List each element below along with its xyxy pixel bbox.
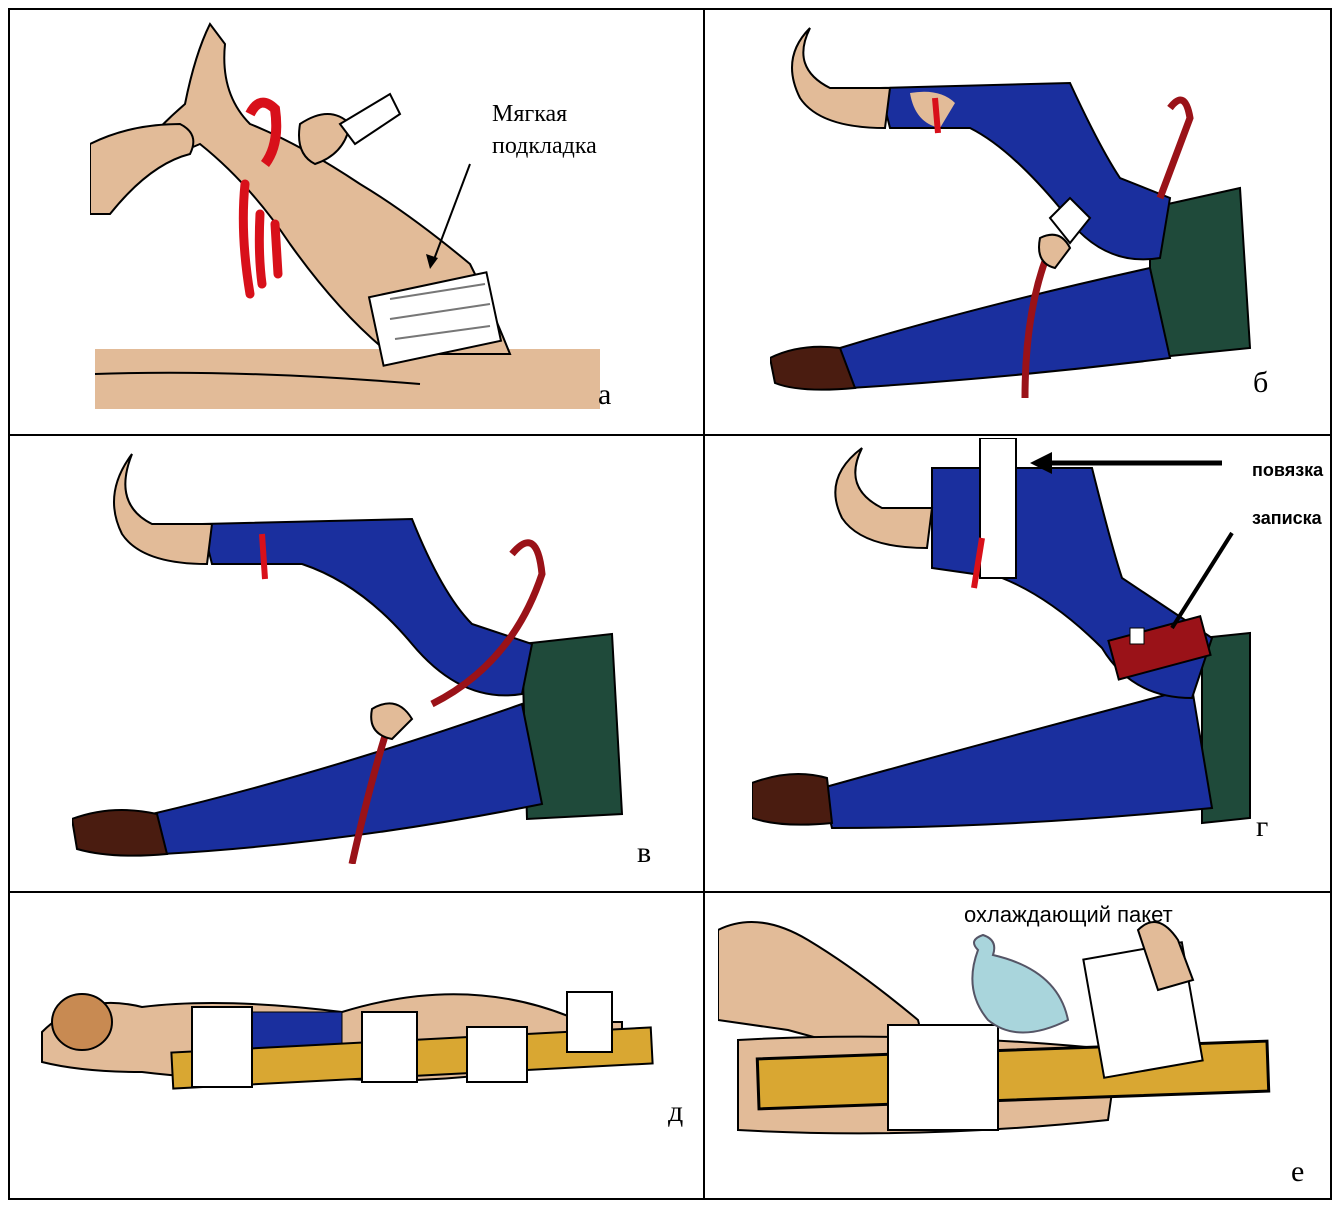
panel-g-letter: г <box>1256 810 1268 844</box>
grid-divider-row2 <box>8 891 1332 893</box>
panel-g-label-note: записка <box>1252 508 1322 529</box>
panel-g-illustration <box>752 438 1252 838</box>
panel-e-label-cooling: охлаждающий пакет <box>964 902 1173 928</box>
padding-pointer-arrow <box>433 164 470 262</box>
panel-v-illustration <box>72 444 632 864</box>
panel-a-letter: а <box>598 378 611 412</box>
panel-b-letter: б <box>1253 366 1268 400</box>
grid-divider-vertical <box>703 8 705 1200</box>
panel-g-label-bandage: повязка <box>1252 460 1323 481</box>
grid-divider-row1 <box>8 434 1332 436</box>
panel-a-note-line2: подкладка <box>492 130 597 162</box>
panel-b-illustration <box>770 18 1260 398</box>
panel-a-illustration <box>90 14 610 414</box>
panel-v-letter: в <box>637 836 651 870</box>
splint-bandage <box>980 438 1016 578</box>
panel-e-illustration <box>718 910 1288 1180</box>
cooling-pack-icon <box>972 935 1068 1033</box>
note-tag <box>1130 628 1144 644</box>
panel-e-letter: е <box>1291 1155 1304 1189</box>
panel-d-letter: д <box>668 1095 683 1129</box>
panel-d-illustration <box>22 952 662 1122</box>
panel-a-note: Мягкая подкладка <box>492 98 597 162</box>
panel-a-note-line1: Мягкая <box>492 98 597 130</box>
